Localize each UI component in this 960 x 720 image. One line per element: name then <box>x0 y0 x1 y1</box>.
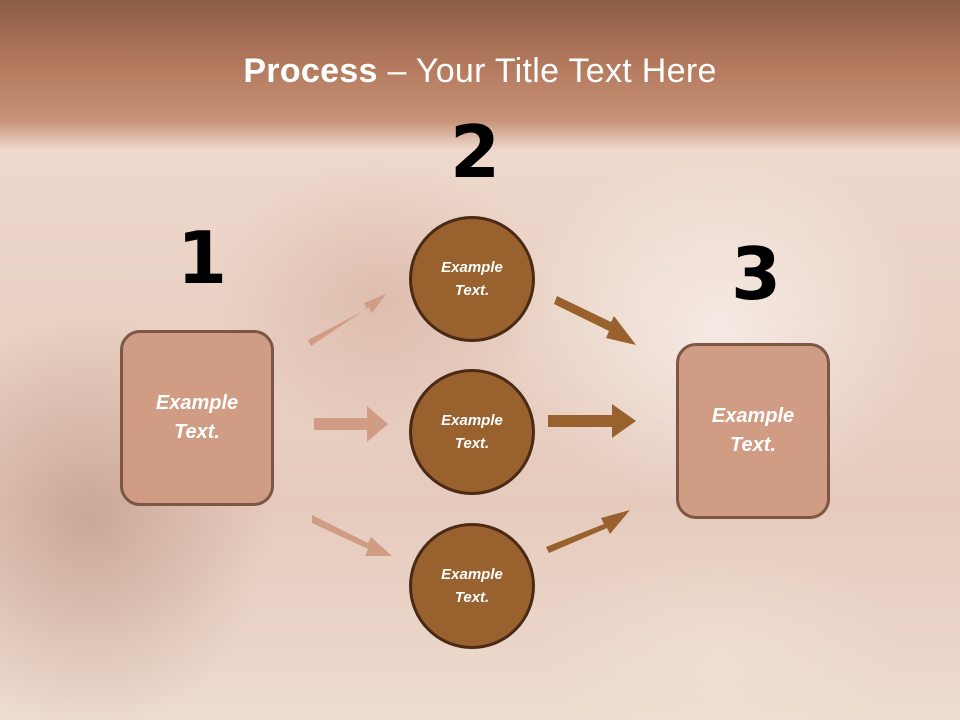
title-rest: – Your Title Text Here <box>377 52 717 90</box>
step-number-3: 3 <box>731 232 782 316</box>
step-1-label: Example Text. <box>155 392 239 443</box>
circle-middle[interactable]: Example Text. <box>409 369 535 495</box>
step-1-box[interactable]: Example Text. <box>120 330 274 506</box>
circle-middle-label: Example Text. <box>441 412 503 452</box>
title-band <box>0 0 960 150</box>
step-number-2: 2 <box>450 110 501 194</box>
slide-title: Process – Your Title Text Here <box>0 52 960 91</box>
circle-bottom[interactable]: Example Text. <box>409 523 535 649</box>
arrow-right-down <box>554 296 636 345</box>
title-bold: Process <box>243 52 378 90</box>
circle-top-label: Example Text. <box>441 259 503 299</box>
circle-bottom-label: Example Text. <box>441 566 503 606</box>
arrow-left-down <box>312 515 392 556</box>
arrow-left-middle <box>314 406 388 442</box>
circle-top[interactable]: Example Text. <box>409 216 535 342</box>
arrow-right-middle <box>548 404 636 438</box>
step-number-1: 1 <box>177 216 228 300</box>
step-3-box[interactable]: Example Text. <box>676 343 830 519</box>
arrow-left-up <box>308 294 386 346</box>
arrow-right-up <box>546 510 630 553</box>
step-3-label: Example Text. <box>711 405 795 456</box>
